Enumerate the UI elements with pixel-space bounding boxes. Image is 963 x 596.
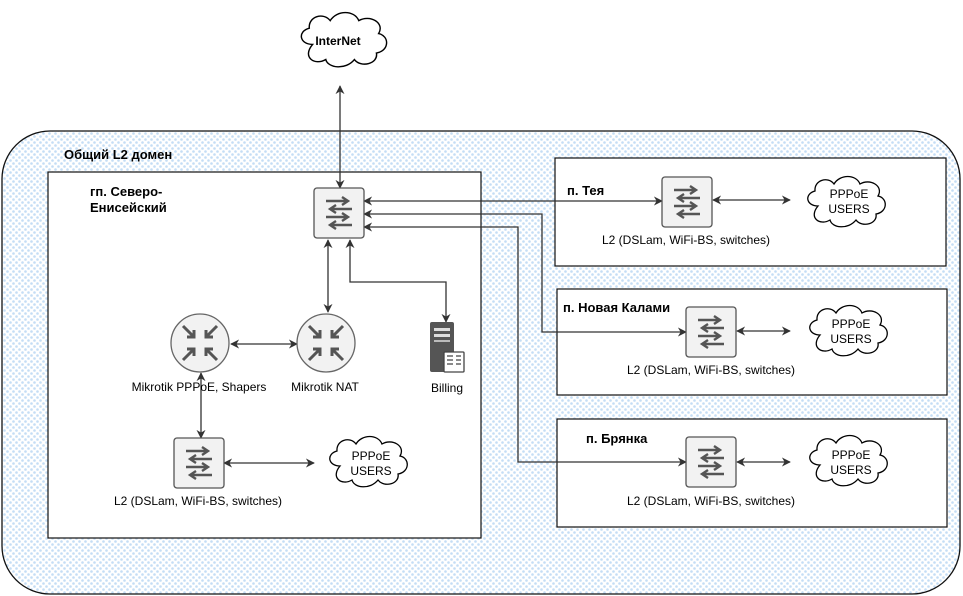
billing-label: Billing (431, 381, 463, 395)
site-title-bryanka: п. Брянка (586, 431, 648, 446)
main-site-title-line2: Енисейский (90, 200, 167, 215)
site-title-teya: п. Тея (567, 183, 604, 198)
connectors (196, 85, 791, 468)
kalami-users-line1: PPPoE (832, 317, 871, 331)
mikrotik-nat-router-icon (295, 312, 357, 374)
main-site-title-line1: гп. Северо- (90, 184, 162, 199)
core-switch-icon (312, 186, 366, 240)
mikrotik-pppoe-router-icon (169, 312, 231, 374)
site-box-teya (554, 157, 947, 267)
teya-l2-switch-icon (660, 175, 714, 229)
main-users-line1: PPPoE (352, 449, 391, 463)
bryanka-l2-label: L2 (DSLam, WiFi-BS, switches) (627, 494, 795, 508)
kalami-users-line2: USERS (830, 332, 871, 346)
mikrotik-nat-label: Mikrotik NAT (291, 380, 359, 394)
link-core-bryanka (363, 222, 687, 467)
site-title-novaya-kalami: п. Новая Калами (563, 300, 670, 315)
teya-users-line2: USERS (828, 202, 869, 216)
teya-users-line1: PPPoE (830, 187, 869, 201)
l2-domain-title: Общий L2 домен (64, 147, 172, 162)
bryanka-users-line1: PPPoE (832, 448, 871, 462)
kalami-l2-label: L2 (DSLam, WiFi-BS, switches) (627, 363, 795, 377)
main-l2-label: L2 (DSLam, WiFi-BS, switches) (114, 494, 282, 508)
mikrotik-pppoe-label: Mikrotik PPPoE, Shapers (132, 380, 267, 394)
main-users-line2: USERS (350, 464, 391, 478)
billing-server-icon (430, 322, 465, 373)
main-l2-switch-icon (172, 436, 226, 490)
bryanka-users-line2: USERS (830, 463, 871, 477)
teya-l2-label: L2 (DSLam, WiFi-BS, switches) (602, 233, 770, 247)
bryanka-l2-switch-icon (684, 435, 738, 489)
internet-label: InterNet (315, 34, 360, 48)
kalami-l2-switch-icon (684, 305, 738, 359)
